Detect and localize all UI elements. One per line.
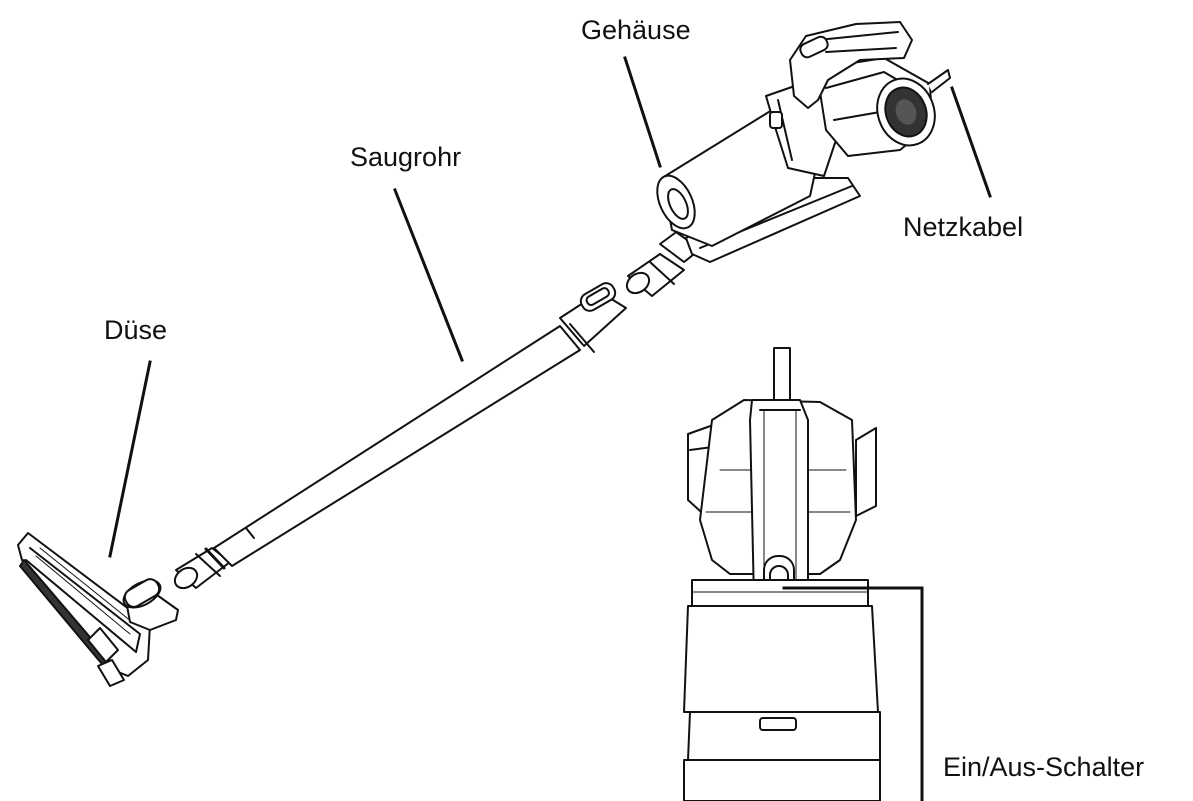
label-switch: Ein/Aus-Schalter bbox=[943, 752, 1145, 782]
switch-detail-drawing bbox=[683, 347, 881, 801]
label-nozzle: Düse bbox=[104, 315, 168, 345]
leader-nozzle bbox=[108, 360, 152, 558]
label-power-cord: Netzkabel bbox=[903, 212, 1024, 242]
leader-switch bbox=[782, 586, 924, 801]
tube-drawing bbox=[123, 253, 685, 608]
leader-power-cord bbox=[950, 86, 992, 198]
leader-housing bbox=[623, 56, 662, 168]
nozzle-drawing bbox=[17, 532, 179, 687]
housing-drawing bbox=[656, 21, 951, 263]
label-housing: Gehäuse bbox=[581, 15, 691, 45]
leader-tube bbox=[393, 188, 464, 362]
label-tube: Saugrohr bbox=[350, 142, 462, 172]
